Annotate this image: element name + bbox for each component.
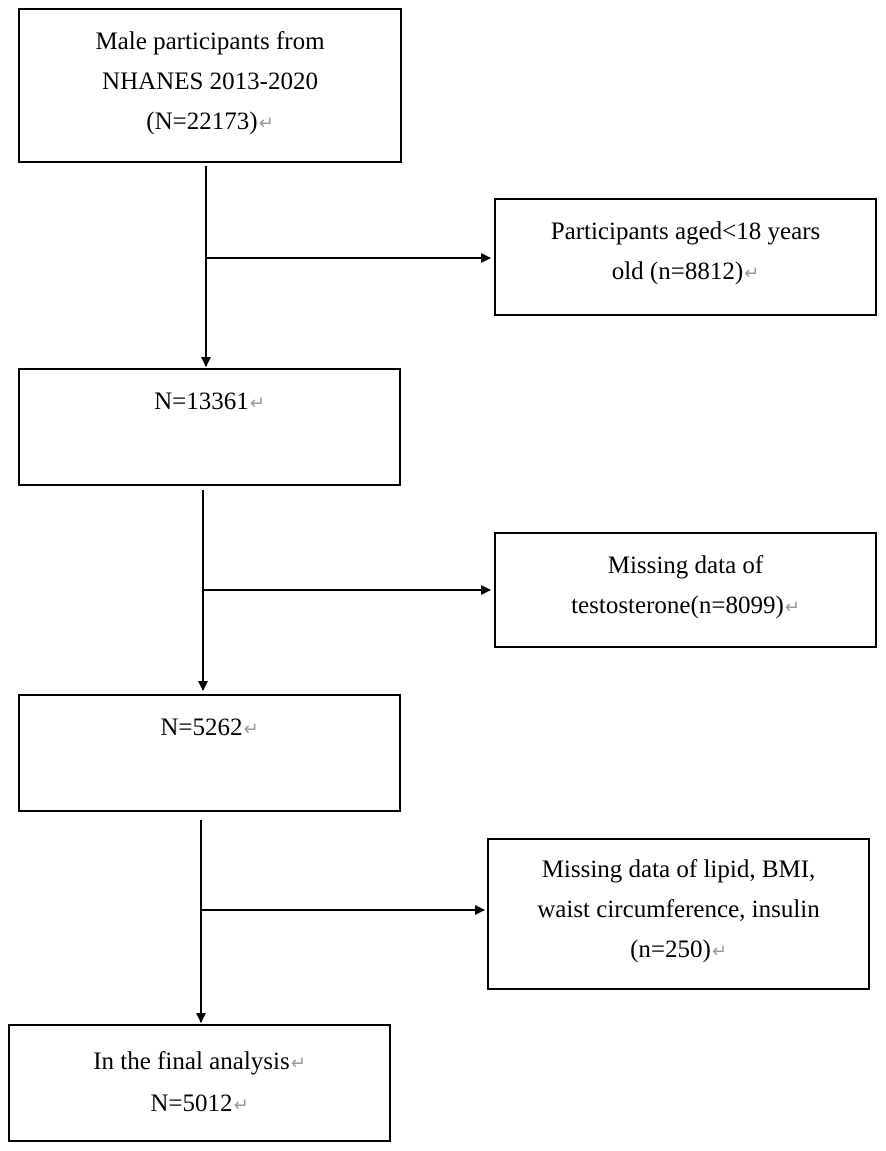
start-box-line-2: NHANES 2013-2020 xyxy=(102,68,318,95)
paragraph-mark-icon: ↵ xyxy=(233,1095,249,1116)
exclusion-box-lipid: Missing data of lipid, BMI, waist circum… xyxy=(487,838,870,990)
exclusion-box-testosterone: Missing data of testosterone(n=8099)↵ xyxy=(494,532,877,648)
step-2-count: N=5262 xyxy=(160,714,243,741)
exclusion-age-line-1: Participants aged<18 years xyxy=(550,218,821,245)
exclusion-age-line-2: old (n=8812) xyxy=(611,258,744,285)
paragraph-mark-icon: ↵ xyxy=(784,597,800,618)
step-1-count: N=13361 xyxy=(154,388,249,415)
final-box-line-2: N=5012 xyxy=(150,1090,233,1117)
step-box-1: N=13361↵ xyxy=(18,368,401,486)
final-box-line-1: In the final analysis xyxy=(93,1048,290,1075)
paragraph-mark-icon: ↵ xyxy=(249,393,265,414)
paragraph-mark-icon: ↵ xyxy=(744,263,760,284)
paragraph-mark-icon: ↵ xyxy=(258,113,274,134)
start-box-line-3: (N=22173) xyxy=(146,108,258,135)
exclusion-testosterone-line-1: Missing data of xyxy=(607,552,764,579)
start-box: Male participants from NHANES 2013-2020 … xyxy=(18,8,402,163)
paragraph-mark-icon: ↵ xyxy=(711,941,727,962)
start-box-line-1: Male participants from xyxy=(95,28,325,55)
step-box-2: N=5262↵ xyxy=(18,694,401,812)
paragraph-mark-icon: ↵ xyxy=(290,1053,306,1074)
exclusion-lipid-line-1: Missing data of lipid, BMI, xyxy=(541,856,816,883)
exclusion-lipid-line-3: (n=250) xyxy=(630,936,711,963)
exclusion-box-age: Participants aged<18 years old (n=8812)↵ xyxy=(494,198,877,316)
paragraph-mark-icon: ↵ xyxy=(243,719,259,740)
final-box: In the final analysis↵ N=5012↵ xyxy=(8,1024,391,1142)
exclusion-lipid-line-2: waist circumference, insulin xyxy=(537,896,820,923)
exclusion-testosterone-line-2: testosterone(n=8099) xyxy=(571,592,784,619)
